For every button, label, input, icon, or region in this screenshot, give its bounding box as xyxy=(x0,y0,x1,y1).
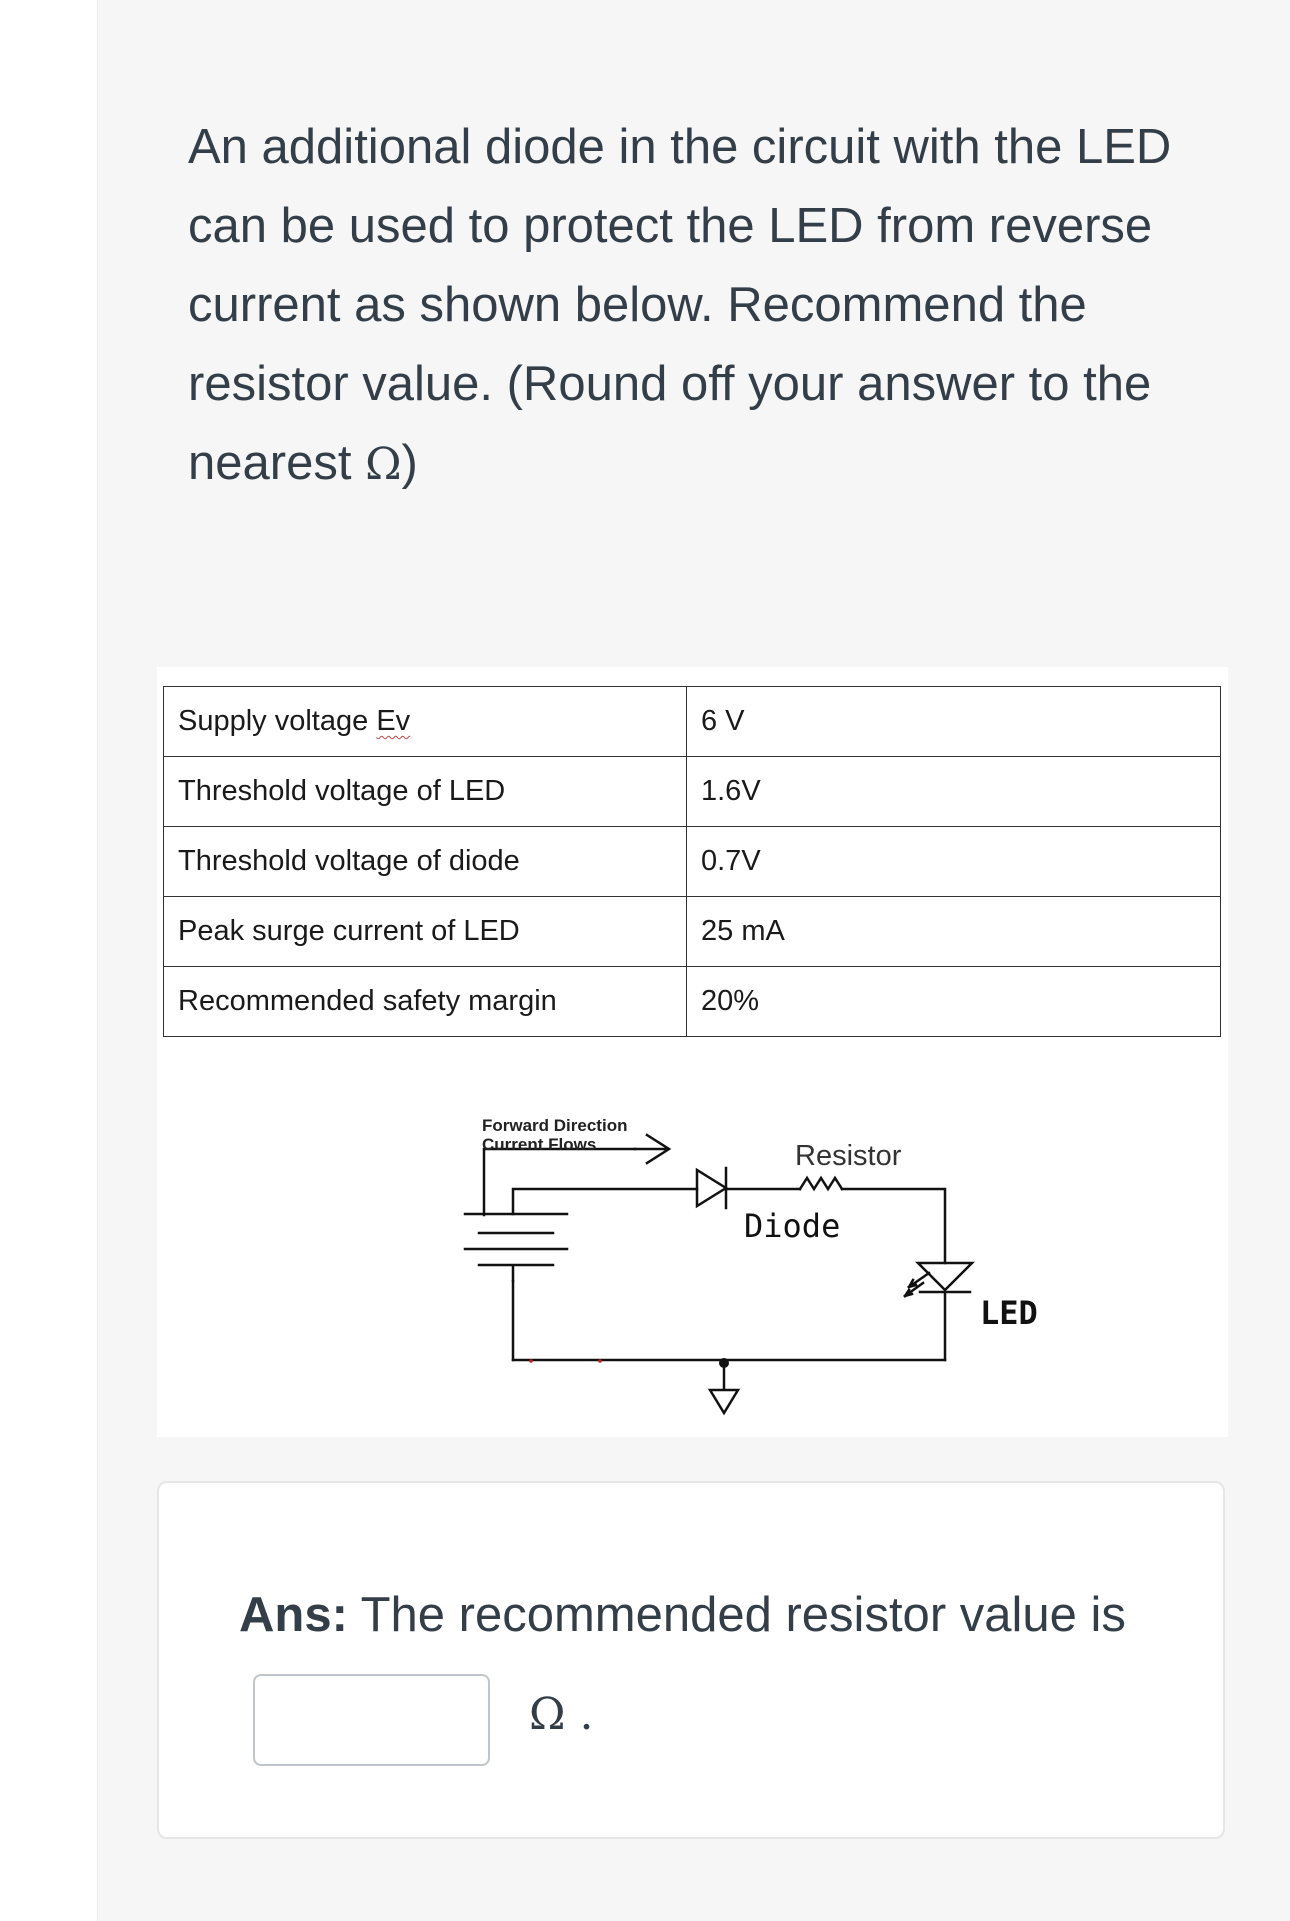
spellcheck-underlined-word: Ev xyxy=(376,705,411,737)
question-figure: Supply voltage Ev 6 V Threshold voltage … xyxy=(157,667,1228,1437)
table-cell-value: 25 mA xyxy=(686,896,1221,967)
question-text: An additional diode in the circuit with … xyxy=(188,108,1228,504)
table-cell-value: 1.6V xyxy=(686,756,1221,827)
junction-dot xyxy=(719,1358,729,1368)
forward-arrow xyxy=(482,1147,637,1217)
question-body: An additional diode in the circuit with … xyxy=(188,120,1172,490)
table-row: Peak surge current of LED 25 mA xyxy=(163,896,1221,967)
forward-label-1: Forward Direction xyxy=(482,1116,627,1135)
omega-symbol: Ω xyxy=(365,439,402,490)
forward-label-2: Current Flows xyxy=(482,1135,596,1154)
diode-label: Diode xyxy=(744,1207,840,1245)
answer-card: Ans: The recommended resistor value is Ω… xyxy=(157,1481,1225,1839)
table-row: Supply voltage Ev 6 V xyxy=(163,686,1221,757)
table-cell-label: Threshold voltage of diode xyxy=(163,826,687,897)
answer-prefix: Ans: xyxy=(239,1588,348,1642)
table-row: Recommended safety margin 20% xyxy=(163,966,1221,1037)
table-cell-value: 6 V xyxy=(686,686,1221,757)
resistor-label: Resistor xyxy=(795,1140,902,1172)
table-cell-label: Supply voltage Ev xyxy=(163,686,687,757)
table-row: Threshold voltage of LED 1.6V xyxy=(163,756,1221,827)
table-cell-label: Peak surge current of LED xyxy=(163,896,687,967)
red-mark xyxy=(529,1359,533,1363)
led-symbol xyxy=(914,1261,976,1294)
table-cell-value: 20% xyxy=(686,966,1221,1037)
ground-symbol xyxy=(707,1361,741,1416)
led-label: LED xyxy=(980,1294,1038,1332)
table-row: Threshold voltage of diode 0.7V xyxy=(163,826,1221,897)
led-light-arrows xyxy=(903,1271,931,1298)
table-cell-label: Recommended safety margin xyxy=(163,966,687,1037)
battery-symbol xyxy=(463,1212,569,1283)
resistor-value-input[interactable] xyxy=(253,1674,490,1766)
forward-arrow-head xyxy=(633,1133,672,1165)
circuit-diagram: Forward Direction Current Flows Resistor… xyxy=(463,1116,1038,1416)
resistor-symbol xyxy=(798,1175,844,1192)
answer-text: The recommended resistor value is xyxy=(347,1588,1126,1642)
table-cell-label: Threshold voltage of LED xyxy=(163,756,687,827)
wire-top-right xyxy=(840,1187,947,1265)
wire-top-left xyxy=(511,1187,699,1216)
question-close: ) xyxy=(401,436,418,490)
parameter-table: Supply voltage Ev 6 V Threshold voltage … xyxy=(163,686,1221,1037)
table-cell-value: 0.7V xyxy=(686,826,1221,897)
red-mark xyxy=(598,1359,602,1363)
diode-symbol xyxy=(695,1166,729,1210)
answer-prompt: Ans: The recommended resistor value is xyxy=(239,1587,1126,1643)
unit-label: Ω . xyxy=(529,1689,594,1740)
